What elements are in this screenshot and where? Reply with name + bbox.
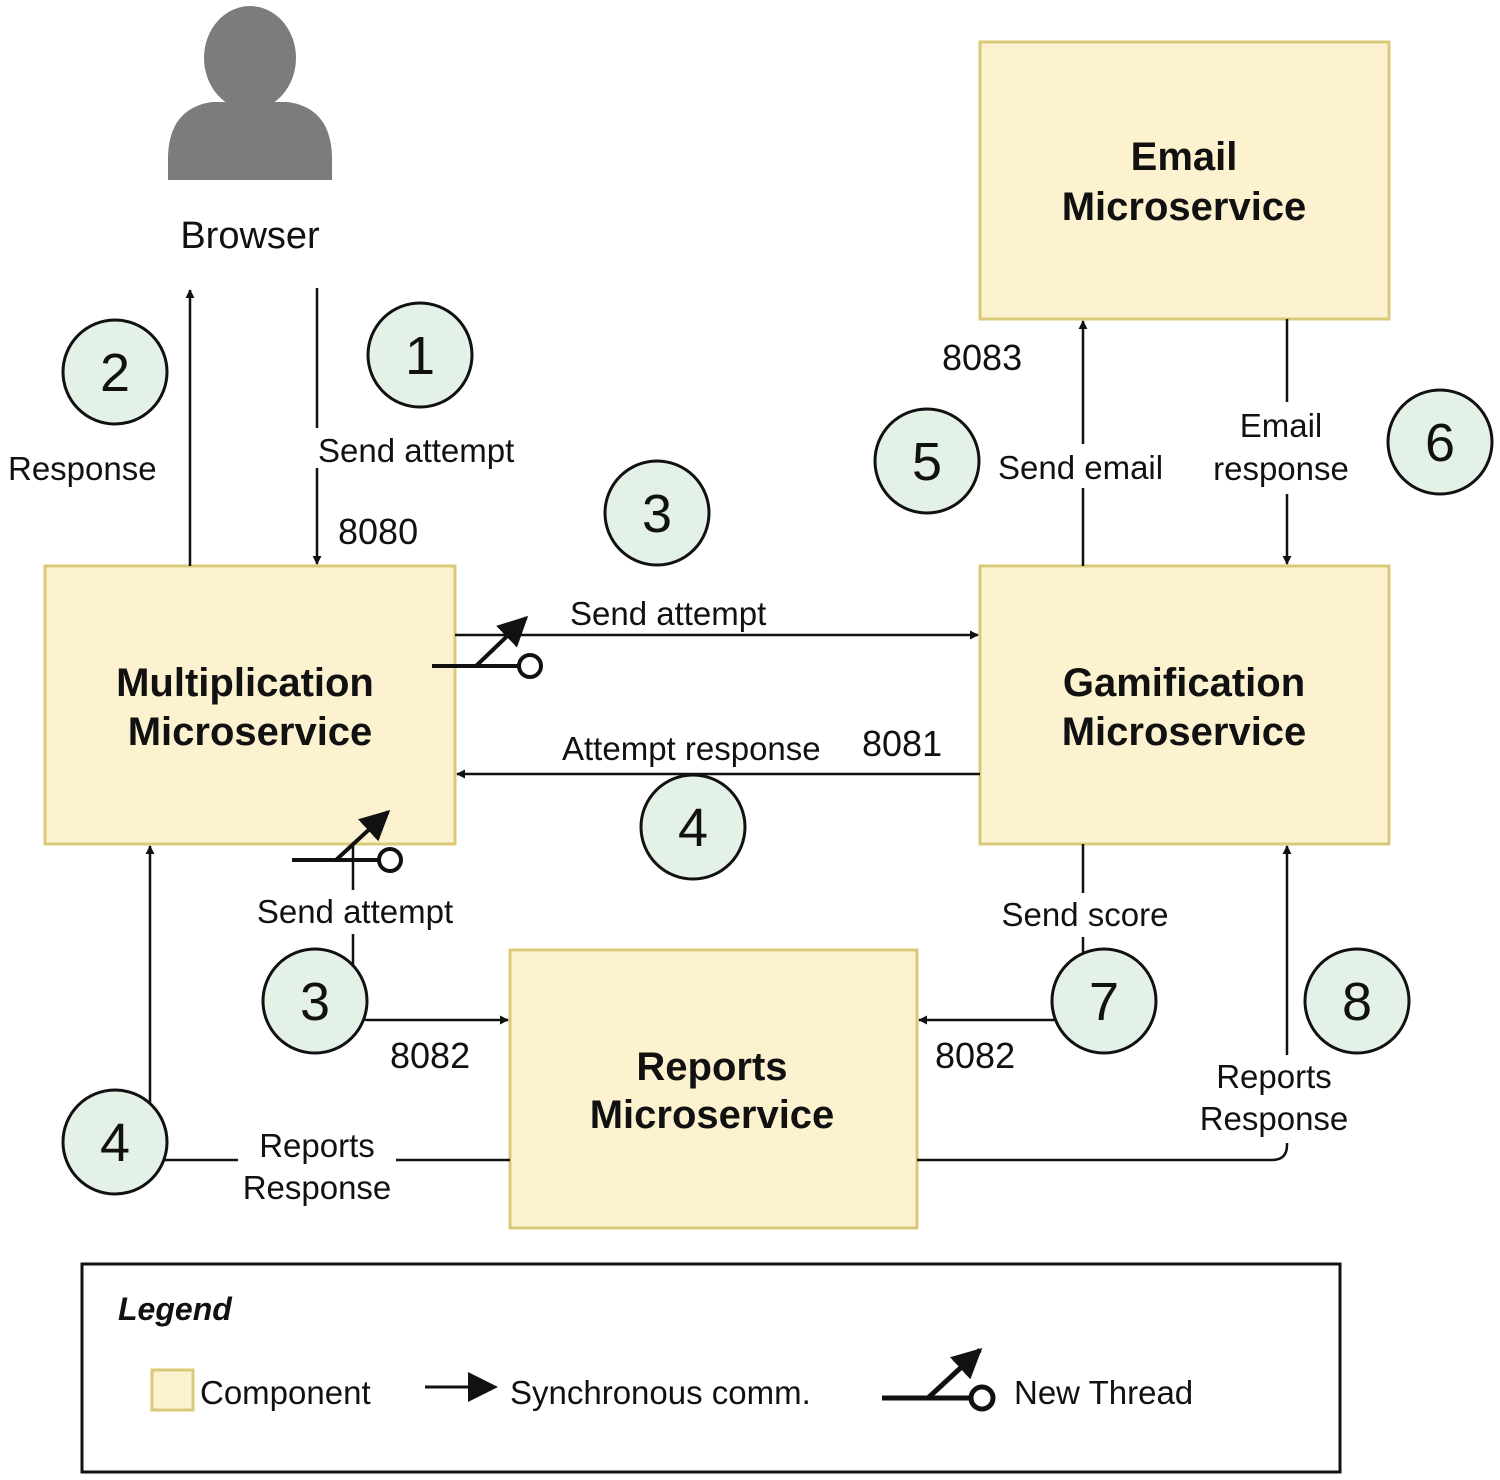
send-attempt-reports-label: Send attempt xyxy=(257,893,453,930)
reports-microservice-box: Reports Microservice xyxy=(508,948,919,1230)
legend-sync-label: Synchronous comm. xyxy=(510,1374,811,1411)
step-5-marker: 5 xyxy=(873,407,981,515)
legend: Legend Component Synchronous comm. New T… xyxy=(80,1262,1342,1474)
reports-response-right-arrow xyxy=(917,845,1292,1162)
reports-response-right-line2: Response xyxy=(1200,1100,1349,1137)
send-attempt-gamification-label: Send attempt xyxy=(570,595,766,632)
send-attempt-browser-label: Send attempt xyxy=(318,432,514,469)
legend-thread-label: New Thread xyxy=(1014,1374,1193,1411)
port-8082-left-label: 8082 xyxy=(390,1035,470,1076)
step-1-number: 1 xyxy=(405,326,435,386)
step-3-marker: 3 xyxy=(603,459,711,567)
step-6-marker: 6 xyxy=(1386,388,1494,496)
reports-title-line1: Reports xyxy=(636,1045,787,1089)
step-6-number: 6 xyxy=(1425,413,1455,473)
step-8-marker: 8 xyxy=(1303,947,1411,1055)
legend-component-label: Component xyxy=(200,1374,371,1411)
email-response-label-line1: Email xyxy=(1240,407,1323,444)
gamification-title-line1: Gamification xyxy=(1063,661,1305,705)
step-2-marker: 2 xyxy=(61,318,169,426)
step-2-number: 2 xyxy=(100,343,130,403)
port-8080-label: 8080 xyxy=(338,511,418,552)
legend-component-swatch xyxy=(150,1368,195,1412)
step-1-marker: 1 xyxy=(366,301,474,409)
multiplication-microservice-box: Multiplication Microservice xyxy=(43,564,457,846)
legend-title: Legend xyxy=(118,1291,233,1327)
email-response-label-line2: response xyxy=(1213,450,1349,487)
step-8-number: 8 xyxy=(1342,972,1372,1032)
gamification-title-line2: Microservice xyxy=(1062,710,1307,754)
port-8081-label: 8081 xyxy=(862,723,942,764)
attempt-response-label: Attempt response xyxy=(562,730,821,767)
response-label: Response xyxy=(8,450,157,487)
multiplication-title-line1: Multiplication xyxy=(116,661,374,705)
user-icon xyxy=(168,6,332,180)
multiplication-title-line2: Microservice xyxy=(128,710,373,754)
step-3-reports-marker: 3 xyxy=(261,947,369,1055)
step-3-reports-number: 3 xyxy=(300,972,330,1032)
new-thread-icon xyxy=(432,615,543,679)
new-thread-icon xyxy=(292,809,403,873)
email-microservice-box: Email Microservice xyxy=(978,40,1391,321)
send-email-label: Send email xyxy=(998,449,1163,486)
step-7-number: 7 xyxy=(1089,972,1119,1032)
browser-label: Browser xyxy=(180,215,320,257)
gamification-microservice-box: Gamification Microservice xyxy=(978,564,1391,846)
port-8083-label: 8083 xyxy=(942,337,1022,378)
reports-response-right-line1: Reports xyxy=(1216,1058,1332,1095)
reports-response-left-line1: Reports xyxy=(259,1127,375,1164)
step-7-marker: 7 xyxy=(1050,947,1158,1055)
send-score-label: Send score xyxy=(1002,896,1169,933)
legend-new-thread-icon xyxy=(882,1347,996,1412)
step-4-marker: 4 xyxy=(639,773,747,881)
step-4-number: 4 xyxy=(678,798,708,858)
email-title-line1: Email xyxy=(1131,135,1238,179)
step-4-reports-marker: 4 xyxy=(61,1088,169,1196)
step-5-number: 5 xyxy=(912,432,942,492)
reports-response-left-line2: Response xyxy=(243,1169,392,1206)
email-title-line2: Microservice xyxy=(1062,185,1307,229)
reports-title-line2: Microservice xyxy=(590,1093,835,1137)
port-8082-right-label: 8082 xyxy=(935,1035,1015,1076)
step-3-number: 3 xyxy=(642,484,672,544)
step-4-reports-number: 4 xyxy=(100,1113,130,1173)
